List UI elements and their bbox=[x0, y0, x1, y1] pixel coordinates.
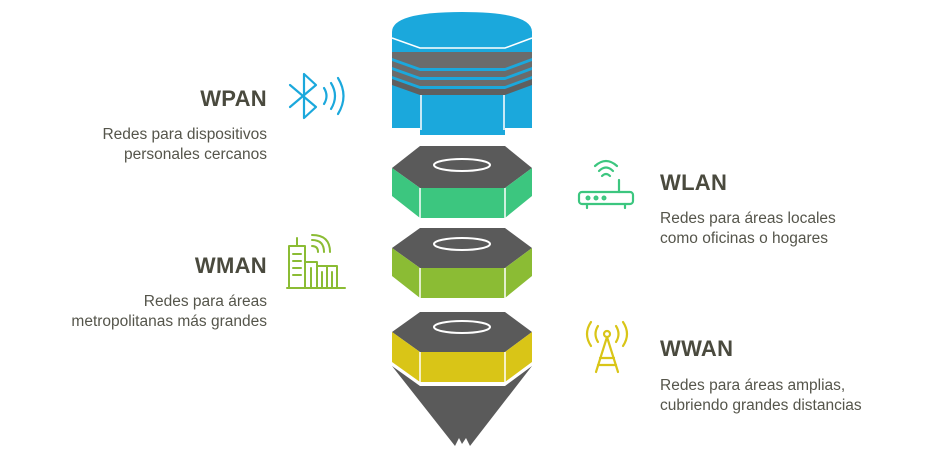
stack-cone-tip bbox=[392, 366, 532, 446]
wman-description: Redes para áreas metropolitanas más gran… bbox=[71, 292, 267, 332]
wpan-description-line2: personales cercanos bbox=[123, 146, 267, 163]
wman-title: WMAN bbox=[194, 253, 267, 278]
wwan-description-line2: cubriendo grandes distancias bbox=[660, 397, 862, 414]
antenna-tower-icon bbox=[585, 320, 629, 374]
wlan-description: Redes para áreas locales como oficinas o… bbox=[660, 209, 836, 249]
wlan-description-line1: Redes para áreas locales bbox=[660, 210, 836, 227]
wpan-description-line1: Redes para dispositivos bbox=[102, 126, 267, 143]
wlan-description-line2: como oficinas o hogares bbox=[660, 230, 829, 247]
wpan-segment bbox=[391, 12, 533, 135]
wwan-title: WWAN bbox=[660, 336, 734, 361]
wpan-description: Redes para dispositivos personales cerca… bbox=[102, 125, 267, 165]
wpan-title: WPAN bbox=[200, 86, 267, 111]
city-buildings-icon bbox=[286, 234, 346, 289]
wwan-description-line1: Redes para áreas amplias, bbox=[660, 377, 846, 394]
wlan-title: WLAN bbox=[660, 170, 728, 195]
bluetooth-icon bbox=[288, 72, 345, 120]
wwan-segment bbox=[392, 312, 532, 382]
wman-description-line1: Redes para áreas bbox=[143, 293, 267, 310]
wman-description-line2: metropolitanas más grandes bbox=[71, 313, 267, 330]
wlan-segment bbox=[392, 146, 532, 218]
wwan-description: Redes para áreas amplias, cubriendo gran… bbox=[660, 376, 862, 416]
wifi-router-icon bbox=[577, 159, 635, 210]
wman-segment bbox=[392, 228, 532, 298]
